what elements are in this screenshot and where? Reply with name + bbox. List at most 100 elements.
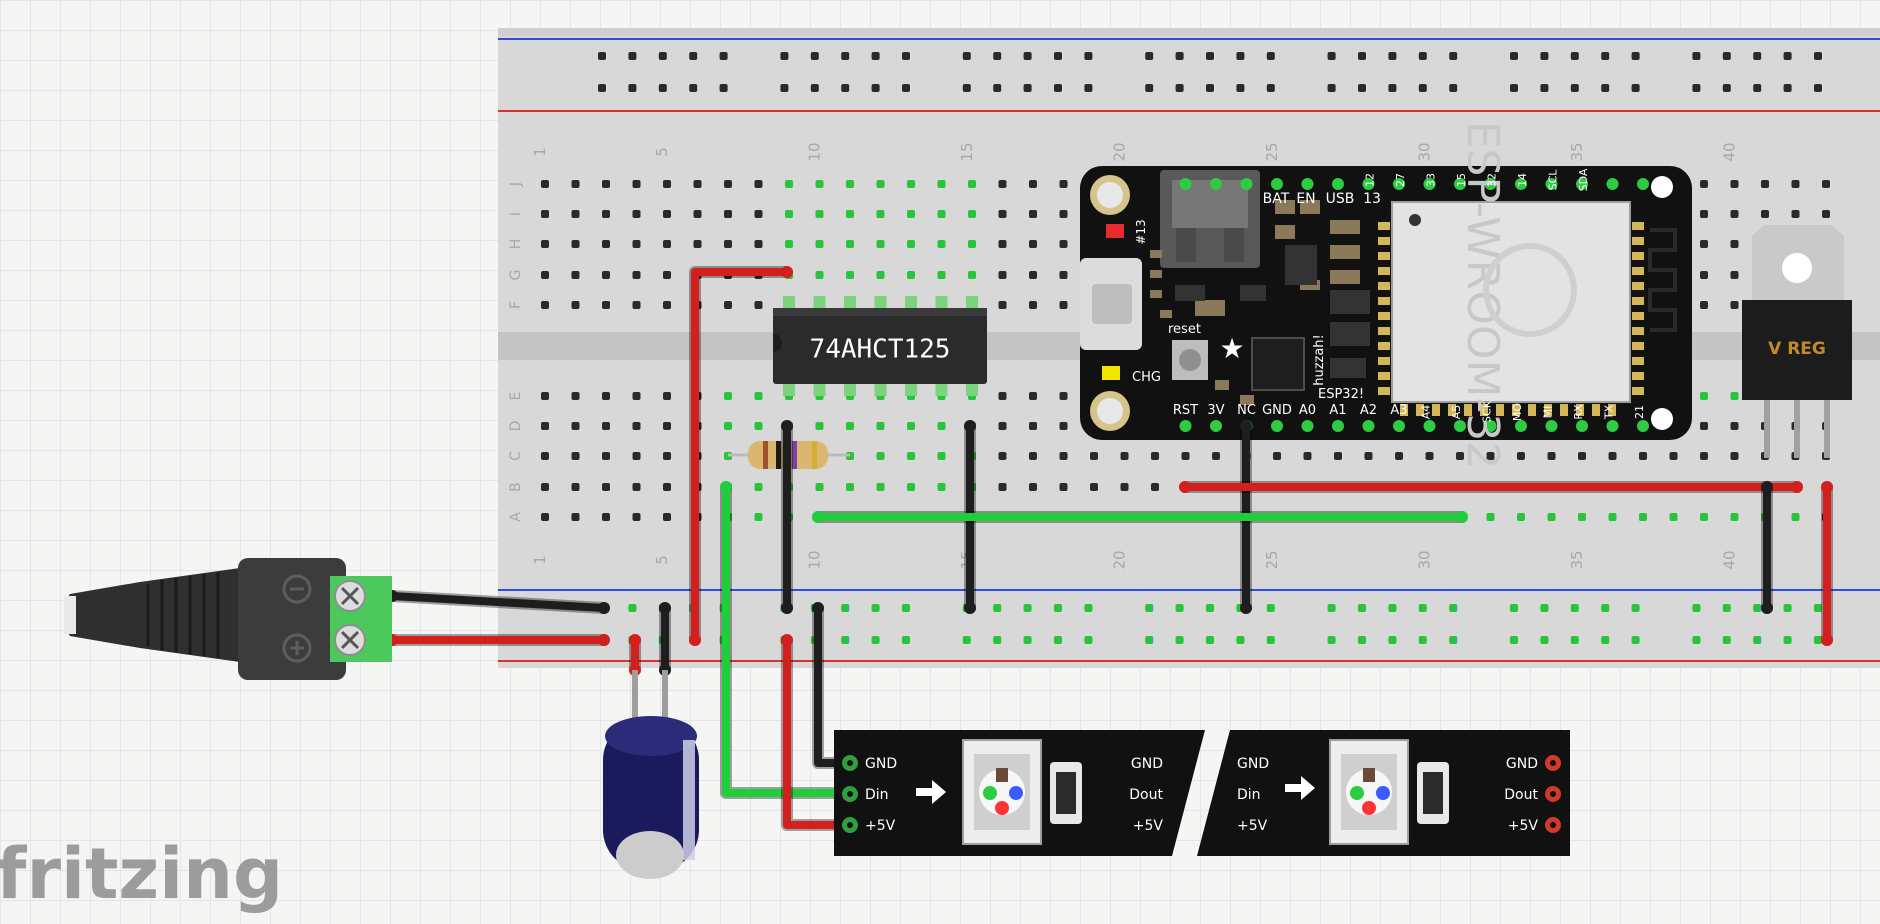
- power-rail-hole[interactable]: [1206, 84, 1214, 92]
- esp32-feather-board[interactable]: #13 CHG reset ★ huzzah! ESP32!: [1080, 121, 1692, 470]
- breadboard-hole[interactable]: [1761, 180, 1769, 188]
- breadboard-hole[interactable]: [1791, 180, 1800, 188]
- breadboard-hole[interactable]: [754, 392, 763, 400]
- power-rail-hole[interactable]: [871, 52, 880, 60]
- breadboard-hole[interactable]: [815, 210, 824, 218]
- breadboard-hole[interactable]: [1029, 301, 1037, 309]
- breadboard-hole[interactable]: [541, 452, 549, 460]
- breadboard-hole[interactable]: [1578, 452, 1586, 460]
- power-rail-hole[interactable]: [1327, 604, 1336, 612]
- power-rail-hole[interactable]: [1023, 84, 1032, 92]
- breadboard-hole[interactable]: [1364, 452, 1373, 460]
- breadboard-hole[interactable]: [1090, 452, 1098, 460]
- breadboard-hole[interactable]: [571, 422, 580, 430]
- breadboard-hole[interactable]: [937, 271, 946, 279]
- power-rail-hole[interactable]: [1510, 636, 1518, 644]
- breadboard-hole[interactable]: [724, 422, 732, 430]
- power-rail-hole[interactable]: [993, 636, 1002, 644]
- breadboard-hole[interactable]: [1608, 452, 1617, 460]
- breadboard-hole[interactable]: [571, 180, 580, 188]
- breadboard-hole[interactable]: [663, 452, 671, 460]
- power-rail-hole[interactable]: [1266, 604, 1275, 612]
- power-rail-hole[interactable]: [1449, 84, 1458, 92]
- breadboard-hole[interactable]: [937, 452, 946, 460]
- dc-barrel-jack[interactable]: [64, 558, 392, 680]
- breadboard-hole[interactable]: [571, 513, 580, 521]
- power-rail-hole[interactable]: [1814, 84, 1822, 92]
- power-rail-hole[interactable]: [1145, 52, 1154, 60]
- breadboard-hole[interactable]: [998, 271, 1007, 279]
- esp32-pin[interactable]: [1393, 178, 1405, 190]
- power-rail-hole[interactable]: [1510, 52, 1518, 60]
- power-rail-hole[interactable]: [1783, 84, 1792, 92]
- power-rail-hole[interactable]: [1054, 52, 1062, 60]
- power-rail-hole[interactable]: [962, 84, 971, 92]
- breadboard-hole[interactable]: [541, 301, 549, 309]
- power-rail-hole[interactable]: [841, 636, 850, 644]
- esp32-pin[interactable]: [1484, 178, 1497, 190]
- power-rail-hole[interactable]: [1236, 84, 1245, 92]
- power-rail-hole[interactable]: [1206, 604, 1214, 612]
- power-rail-hole[interactable]: [1631, 52, 1640, 60]
- power-rail-hole[interactable]: [1388, 636, 1397, 644]
- breadboard-hole[interactable]: [1059, 301, 1068, 309]
- breadboard-hole[interactable]: [632, 422, 641, 430]
- breadboard-hole[interactable]: [1029, 483, 1037, 491]
- power-rail-hole[interactable]: [993, 84, 1002, 92]
- breadboard-hole[interactable]: [1730, 271, 1739, 279]
- breadboard-hole[interactable]: [968, 240, 976, 248]
- breadboard-hole[interactable]: [1700, 452, 1708, 460]
- breadboard-hole[interactable]: [1059, 271, 1068, 279]
- power-rail-hole[interactable]: [1023, 52, 1032, 60]
- power-rail-hole[interactable]: [1236, 52, 1245, 60]
- power-rail-hole[interactable]: [1601, 84, 1610, 92]
- breadboard-hole[interactable]: [632, 240, 641, 248]
- breadboard-hole[interactable]: [663, 210, 671, 218]
- power-rail-hole[interactable]: [1418, 84, 1427, 92]
- esp32-pin[interactable]: [1545, 420, 1558, 432]
- breadboard-hole[interactable]: [876, 422, 885, 430]
- breadboard-hole[interactable]: [1059, 210, 1068, 218]
- esp32-pin[interactable]: [1362, 420, 1375, 432]
- power-rail-hole[interactable]: [658, 84, 667, 92]
- esp32-pin[interactable]: [1606, 178, 1619, 190]
- breadboard-hole[interactable]: [724, 180, 732, 188]
- breadboard-hole[interactable]: [693, 180, 702, 188]
- power-rail-hole[interactable]: [598, 84, 606, 92]
- breadboard-hole[interactable]: [724, 301, 732, 309]
- power-rail-hole[interactable]: [780, 84, 789, 92]
- power-rail-hole[interactable]: [1631, 636, 1640, 644]
- breadboard-hole[interactable]: [632, 392, 641, 400]
- breadboard-hole[interactable]: [602, 240, 610, 248]
- breadboard-hole[interactable]: [1517, 452, 1525, 460]
- breadboard-hole[interactable]: [693, 210, 702, 218]
- esp32-pin[interactable]: [1271, 420, 1283, 432]
- power-rail-hole[interactable]: [902, 84, 910, 92]
- power-rail-hole[interactable]: [1327, 84, 1336, 92]
- breadboard-hole[interactable]: [815, 271, 824, 279]
- breadboard-hole[interactable]: [1059, 180, 1068, 188]
- breadboard-hole[interactable]: [907, 452, 915, 460]
- esp32-pin[interactable]: [1454, 420, 1466, 432]
- breadboard-hole[interactable]: [1029, 422, 1037, 430]
- power-rail-hole[interactable]: [628, 84, 637, 92]
- power-rail-hole[interactable]: [1753, 52, 1762, 60]
- esp32-pin[interactable]: [1301, 420, 1314, 432]
- power-rail-hole[interactable]: [1631, 84, 1640, 92]
- breadboard-hole[interactable]: [1059, 240, 1068, 248]
- power-rail-hole[interactable]: [658, 52, 667, 60]
- power-rail-hole[interactable]: [780, 52, 789, 60]
- breadboard-hole[interactable]: [663, 301, 671, 309]
- power-rail-hole[interactable]: [1783, 604, 1792, 612]
- breadboard-hole[interactable]: [1151, 483, 1159, 491]
- breadboard-hole[interactable]: [998, 240, 1007, 248]
- breadboard-hole[interactable]: [1029, 452, 1037, 460]
- esp32-pin[interactable]: [1576, 420, 1588, 432]
- power-rail-hole[interactable]: [1145, 636, 1154, 644]
- breadboard-hole[interactable]: [754, 483, 763, 491]
- breadboard-hole[interactable]: [602, 452, 610, 460]
- power-rail-hole[interactable]: [1206, 636, 1214, 644]
- breadboard-hole[interactable]: [632, 513, 641, 521]
- breadboard-hole[interactable]: [1120, 452, 1129, 460]
- power-rail-hole[interactable]: [1814, 52, 1822, 60]
